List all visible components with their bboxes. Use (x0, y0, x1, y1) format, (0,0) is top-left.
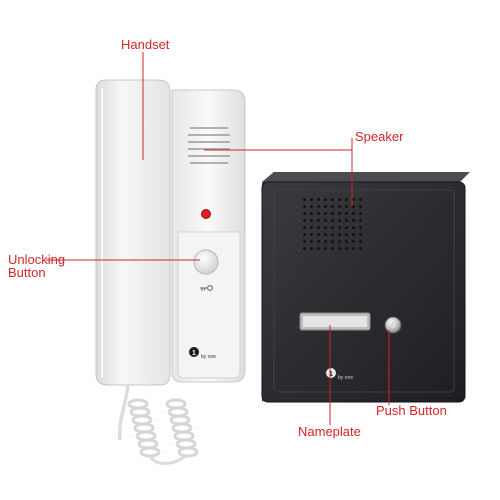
outdoor-panel: 1 by one (261, 172, 470, 403)
handset (95, 79, 171, 386)
unlocking-button (193, 249, 219, 275)
indoor-brand-logo: 1 by one (189, 347, 216, 360)
push-button-label: Push Button (376, 403, 447, 418)
indoor-unit (171, 89, 246, 383)
coiled-cord (117, 384, 199, 465)
panel-brand-number: 1 (329, 371, 333, 378)
speaker-label: Speaker (355, 129, 404, 144)
unlocking-label-line1: Unlocking (8, 252, 66, 267)
indicator-led (201, 209, 211, 219)
brand-text: by one (201, 354, 216, 360)
nameplate-label: Nameplate (298, 424, 361, 439)
leader-lines (46, 52, 390, 425)
panel-brand-text: by one (338, 375, 353, 381)
handset-label: Handset (121, 37, 170, 52)
brand-number: 1 (192, 350, 196, 357)
key-icon (200, 285, 214, 292)
panel-speaker-grille (300, 194, 364, 250)
speaker-grille (188, 127, 230, 164)
unlocking-label-line2: Button (8, 265, 46, 280)
